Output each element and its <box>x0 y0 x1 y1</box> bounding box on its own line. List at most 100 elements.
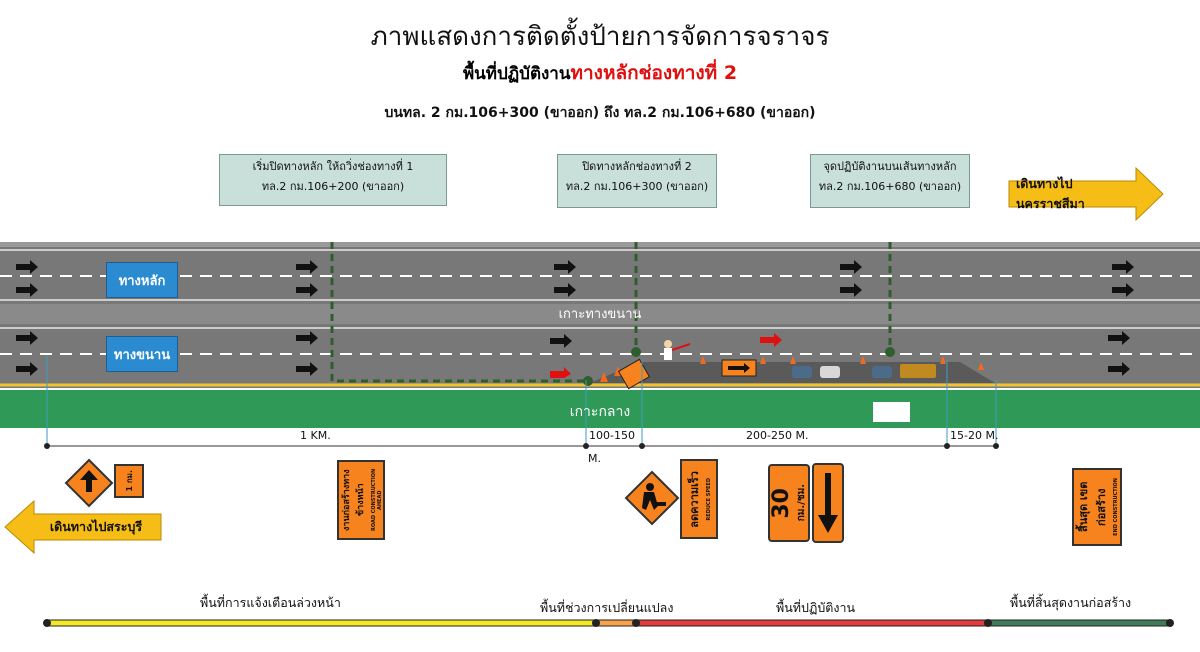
sign-speed-30-number: 30 <box>769 487 794 519</box>
main-lane-label: ทางหลัก <box>106 262 178 298</box>
range-text: บนทล. 2 กม.106+300 (ขาออก) ถึง ทล.2 กม.1… <box>384 105 816 121</box>
sign-1km-text: 1 กม. <box>124 470 134 492</box>
worker-icon <box>642 483 666 510</box>
arrow-board-arrow-icon <box>728 363 750 373</box>
sign-reduce-speed: ลดความเร็ว REDUCE SPEED <box>680 459 718 539</box>
median-white-block <box>873 402 910 422</box>
arrow-main-1a-icon <box>16 260 38 274</box>
callout-start-close-line1: เริ่มปิดทางหลัก ให้ถวิ่งช่องทางที่ 1 <box>252 160 414 173</box>
arrow-red-icon <box>760 333 782 347</box>
sign-speed-30-unit: กม./ชม. <box>796 484 807 522</box>
cone-icon-3 <box>700 356 706 364</box>
sign-down-arrow <box>812 463 844 543</box>
arrow-main-1b-icon <box>16 283 38 297</box>
sign-1km: 1 กม. <box>114 464 144 498</box>
sign-speed-30: 30 กม./ชม. <box>768 464 810 542</box>
excavator-icon <box>900 364 936 378</box>
arrow-front-1a-icon <box>16 331 38 345</box>
center-median <box>0 390 1200 428</box>
arrow-main-4a-icon <box>840 260 862 274</box>
arrow-front-2a-icon <box>296 331 318 345</box>
arrow-front-4b-icon <box>1108 362 1130 376</box>
arrow-main-3b-icon <box>554 283 576 297</box>
down-arrow-icon <box>818 473 838 533</box>
arrow-main-3a-icon <box>554 260 576 274</box>
arrow-main-5b-icon <box>1112 283 1134 297</box>
callout-work-point-line1: จุดปฏิบัติงานบนเส้นทางหลัก <box>823 160 957 173</box>
vehicle-icon-3 <box>872 366 892 378</box>
traffic-cones <box>600 356 984 382</box>
sign-end-construction: สิ้นสุด เขตก่อสร้าง END CONSTRUCTION <box>1072 468 1122 546</box>
page-title: ภาพแสดงการติดตั้งป้ายการจัดการจราจร <box>370 22 830 52</box>
cone-icon-8 <box>978 362 984 370</box>
measure-ticks <box>46 355 997 446</box>
sign-construction-diamond <box>64 458 114 508</box>
sign-reduce-speed-text: ลดความเร็ว <box>688 470 701 528</box>
sign-construction-ahead-en: ROAD CONSTRUCTION AHEAD <box>370 468 383 532</box>
direction-arrow-left: เดินทางไปสระบุรี <box>4 500 162 554</box>
measure-points <box>44 443 999 449</box>
vehicle-icon-2 <box>820 366 840 378</box>
arrow-front-2b-icon <box>296 362 318 376</box>
frontage-lane-label: ทางขนาน <box>106 336 178 372</box>
zone-dot-5 <box>1166 619 1174 627</box>
callout-work-point-line2: ทล.2 กม.106+680 (ขาออก) <box>818 180 962 193</box>
leader-dot-3b <box>885 347 895 357</box>
callout-start-close: เริ่มปิดทางหลัก ให้ถวิ่งช่องทางที่ 1 ทล.… <box>219 154 447 206</box>
subtitle-prefix: พื้นที่ปฏิบัติงาน <box>462 64 571 84</box>
arrow-front-4a-icon <box>1108 331 1130 345</box>
center-median-label: เกาะกลาง <box>569 404 631 420</box>
callout-work-point: จุดปฏิบัติงานบนเส้นทางหลัก ทล.2 กม.106+6… <box>810 154 970 208</box>
sign-reduce-speed-en: REDUCE SPEED <box>706 477 712 521</box>
arrow-main-4b-icon <box>840 283 862 297</box>
measure-100-150-unit: M. <box>588 452 601 465</box>
direction-left-label: เดินทางไปสระบุรี <box>49 519 143 534</box>
callout-close-lane2-line2: ทล.2 กม.106+300 (ขาออก) <box>565 180 709 193</box>
cone-icon-7 <box>940 356 946 364</box>
measure-200-250: 200-250 M. <box>746 429 809 442</box>
arrow-main-5a-icon <box>1112 260 1134 274</box>
zone-dot-2 <box>592 619 600 627</box>
measure-1km: 1 KM. <box>300 429 331 442</box>
subtitle-highlight: ทางหลักช่องทางที่ 2 <box>570 62 738 84</box>
callout-start-close-line2: ทล.2 กม.106+200 (ขาออก) <box>261 180 405 193</box>
cone-icon-5 <box>790 356 796 364</box>
frontage-road <box>0 324 1200 388</box>
leader-line-1 <box>330 240 588 383</box>
road-diagram <box>0 240 1200 449</box>
direction-right-label: เดินทางไปนครราชสีมา <box>1016 176 1085 211</box>
arrow-main-2a-icon <box>296 260 318 274</box>
arrow-front-1b-icon <box>16 362 38 376</box>
page-subtitle: พื้นที่ปฏิบัติงานทางหลักช่องทางที่ 2 <box>0 58 1200 88</box>
frontage-median-label: เกาะทางขนาน <box>558 307 642 322</box>
zone-label-transition: พื้นที่ช่วงการเปลี่ยนแปลง <box>540 600 674 615</box>
sign-construction-ahead-text: งานก่อสร้างทาง ข้างหน้า <box>341 469 366 531</box>
cone-icon <box>600 372 608 382</box>
arrow-left-icon <box>4 500 162 554</box>
arrow-board-2 <box>721 359 757 377</box>
arrow-red-turn-icon <box>550 367 571 378</box>
arrow-front-3a-icon <box>550 334 572 348</box>
zone-bar <box>43 619 1174 627</box>
sign-up-arrow-icon <box>80 470 98 492</box>
leader-lines <box>330 240 892 383</box>
zone-label-advance-warning: พื้นที่การแจ้งเตือนล่วงหน้า <box>200 595 341 610</box>
sign-road-construction-ahead: งานก่อสร้างทาง ข้างหน้า ROAD CONSTRUCTIO… <box>337 460 385 540</box>
leader-dot-1b <box>583 376 593 386</box>
zone-dot-4 <box>984 619 992 627</box>
sign-end-construction-en: END CONSTRUCTION <box>1113 478 1119 536</box>
arrow-main-2b-icon <box>296 283 318 297</box>
callout-close-lane2: ปิดทางหลักช่องทางที่ 2 ทล.2 กม.106+300 (… <box>557 154 717 208</box>
measure-100-150: 100-150 <box>589 429 635 442</box>
zone-label-work-area: พื้นที่ปฏิบัติงาน <box>776 600 856 615</box>
direction-arrow-right: เดินทางไปนครราชสีมา <box>1008 166 1164 222</box>
zone-dot-1 <box>43 619 51 627</box>
sign-end-construction-text: สิ้นสุด เขตก่อสร้าง <box>1077 481 1108 533</box>
cone-icon-4 <box>760 356 766 364</box>
flagman-icon <box>664 340 691 360</box>
callout-close-lane2-line1: ปิดทางหลักช่องทางที่ 2 <box>582 160 692 173</box>
cone-icon-6 <box>860 356 866 364</box>
traffic-arrows <box>16 260 1134 376</box>
vehicle-icon <box>792 366 812 378</box>
main-road-edge <box>0 242 1200 247</box>
